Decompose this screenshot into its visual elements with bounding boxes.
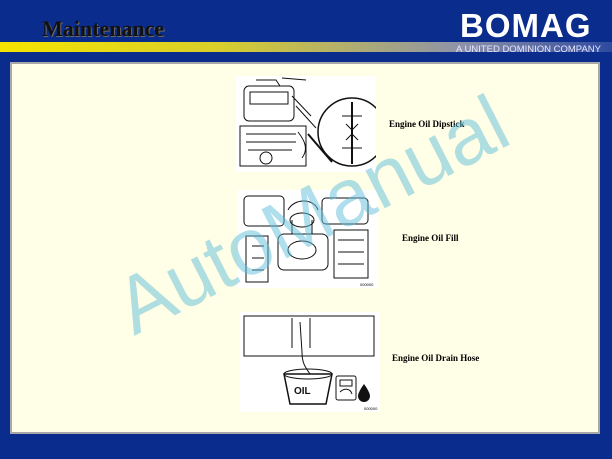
svg-text:000000: 000000 (364, 406, 378, 411)
oil-fill-illustration: 000000 (238, 190, 378, 288)
oil-drain-illustration: OIL 000000 (240, 312, 380, 412)
title-underline-bar (0, 42, 612, 52)
logo-subtitle: A UNITED DOMINION COMPANY (456, 44, 601, 55)
logo-wordmark: BOMAG (460, 7, 592, 44)
caption-oil-drain: Engine Oil Drain Hose (392, 353, 480, 363)
svg-text:000000: 000000 (360, 282, 374, 287)
page-title: Maintenance (42, 16, 165, 41)
dipstick-illustration (236, 76, 376, 172)
caption-oil-fill: Engine Oil Fill (402, 233, 459, 243)
dipstick-drawing (239, 77, 376, 167)
oil-fill-drawing: 000000 (243, 195, 374, 287)
oil-drain-drawing: OIL 000000 (243, 315, 378, 411)
caption-dipstick: Engine Oil Dipstick (389, 119, 465, 129)
oil-container-label: OIL (294, 386, 311, 397)
